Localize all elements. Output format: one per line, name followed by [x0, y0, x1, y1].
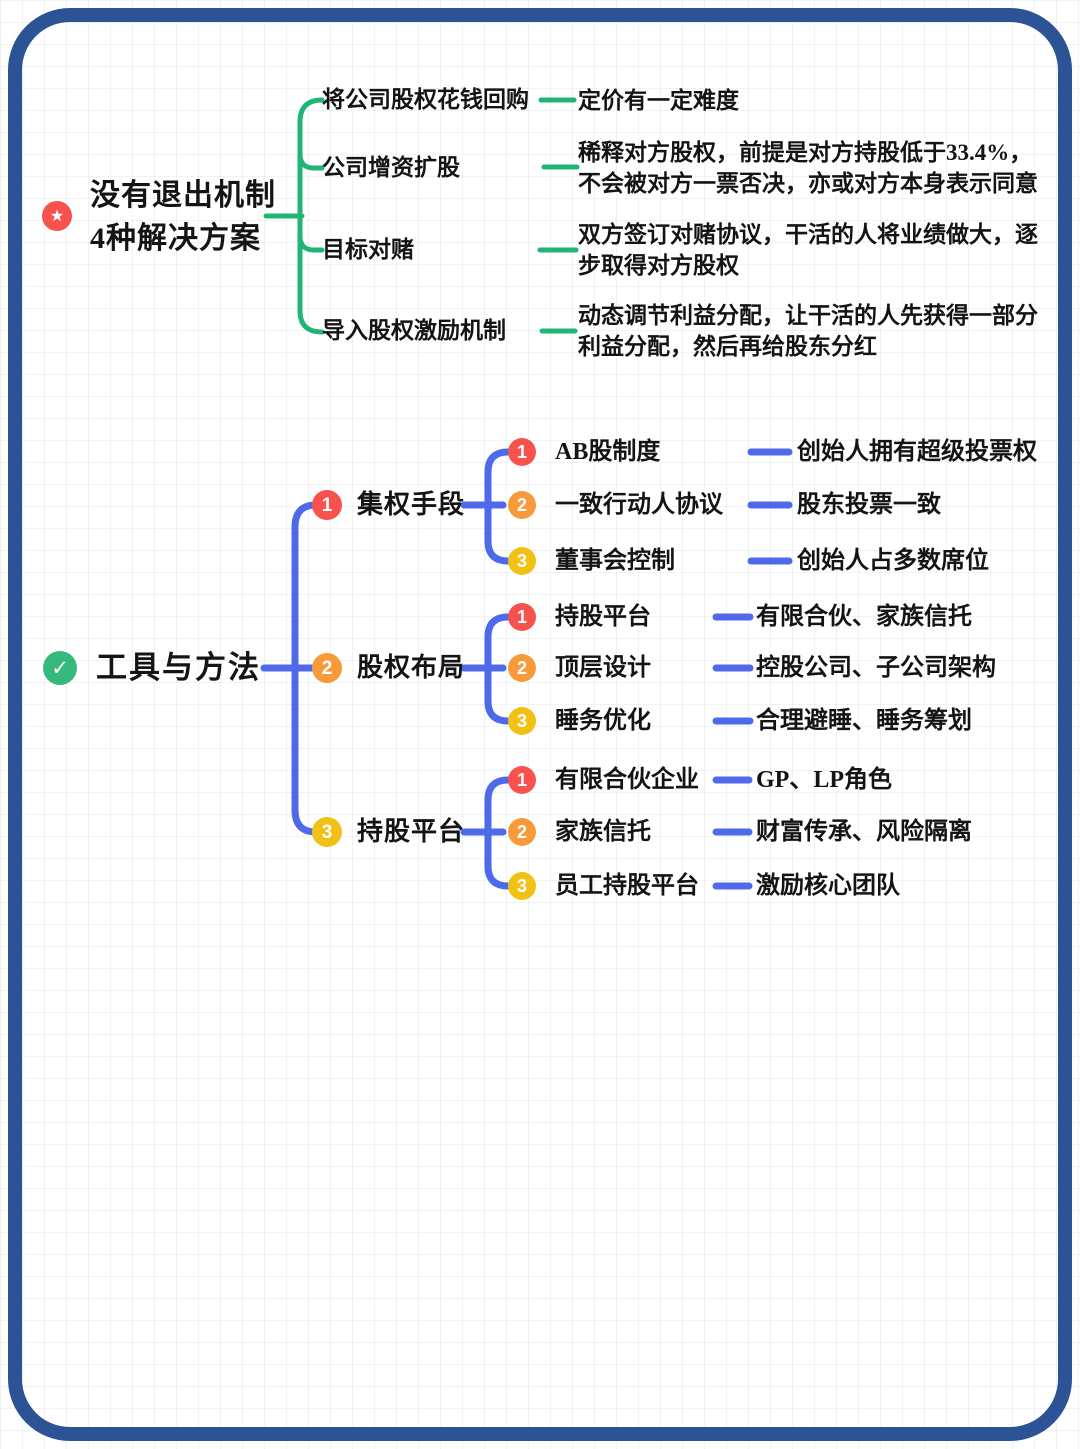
map1-root-title: 没有退出机制 4种解决方案	[90, 174, 276, 260]
map2-child-desc: 合理避睡、睡务筹划	[756, 708, 972, 734]
number-badge-1: 1	[312, 490, 342, 520]
map1-branch-label-capital: 公司增资扩股	[322, 155, 460, 180]
map2-branch-label-platform: 持股平台	[357, 817, 466, 846]
number-badge: 3	[508, 707, 536, 735]
star-icon: ★	[42, 201, 72, 231]
map2-child-desc: 激励核心团队	[756, 873, 900, 899]
map2-branch-label-layout: 股权布局	[357, 653, 466, 682]
number-badge-3: 3	[312, 817, 342, 847]
map2-child-desc: 创始人拥有超级投票权	[797, 439, 1037, 465]
number-badge: 2	[508, 818, 536, 846]
map2-child-desc: GP、LP角色	[756, 767, 892, 793]
map1-branch-desc-buyback: 定价有一定难度	[578, 88, 739, 113]
number-badge: 3	[508, 872, 536, 900]
map2-child-label-family-trust: 家族信托	[555, 819, 651, 845]
number-badge: 1	[508, 603, 536, 631]
number-badge: 3	[508, 547, 536, 575]
map1-branch-label-buyback: 将公司股权花钱回购	[322, 87, 529, 112]
map1-stub-branch2	[297, 151, 325, 171]
map2-child-label-esop: 员工持股平台	[555, 873, 699, 899]
number-badge: 1	[508, 766, 536, 794]
map2-child-label-holding-platform: 持股平台	[555, 604, 651, 630]
map2-subspine-2	[484, 613, 512, 725]
map2-subspine-3	[484, 776, 512, 890]
map1-branch-desc-bet: 双方签订对赌协议，干活的人将业绩做大，逐 步取得对方股权	[578, 222, 1038, 278]
map1-branch-desc-capital: 稀释对方股权，前提是对方持股低于33.4%， 不会被对方一票否决，亦或对方本身表…	[578, 140, 1038, 196]
map2-child-desc: 控股公司、子公司架构	[756, 655, 996, 681]
map2-root-title: 工具与方法	[96, 650, 261, 685]
number-badge: 2	[508, 491, 536, 519]
map2-child-desc: 财富传承、风险隔离	[756, 819, 972, 845]
map2-child-label-top-design: 顶层设计	[555, 655, 651, 681]
map1-root-title-line2: 4种解决方案	[90, 222, 261, 255]
map2-child-desc: 有限合伙、家族信托	[756, 604, 972, 630]
map2-child-desc: 创始人占多数席位	[797, 548, 989, 574]
number-badge: 1	[508, 438, 536, 466]
map2-spine	[291, 501, 320, 836]
map2-subspine-1	[484, 448, 512, 565]
map1-branch-label-incentive: 导入股权激励机制	[322, 318, 506, 343]
map1-root-title-line1: 没有退出机制	[90, 179, 276, 212]
number-badge-2: 2	[312, 653, 342, 683]
check-icon: ✓	[43, 651, 77, 685]
map2-child-label-tax-optimize: 睡务优化	[555, 708, 651, 734]
map1-branch-label-bet: 目标对赌	[322, 237, 414, 262]
map2-child-label-ab-shares: AB股制度	[555, 439, 661, 465]
number-badge: 2	[508, 654, 536, 682]
map1-stub-branch3	[297, 233, 325, 253]
map2-child-label-limited-partnership: 有限合伙企业	[555, 767, 699, 793]
map2-branch-label-centralize: 集权手段	[357, 490, 466, 519]
map2-child-label-acting-in-concert: 一致行动人协议	[555, 492, 723, 518]
map2-child-desc: 股东投票一致	[797, 492, 941, 518]
map2-child-label-board-control: 董事会控制	[555, 548, 675, 574]
map1-spine	[297, 97, 325, 335]
map1-branch-desc-incentive: 动态调节利益分配，让干活的人先获得一部分 利益分配，然后再给股东分红	[578, 303, 1038, 359]
